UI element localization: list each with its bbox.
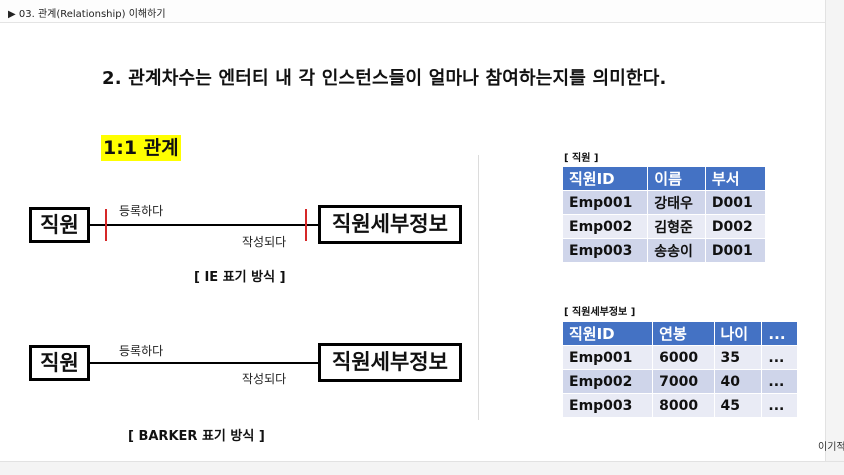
lecture-title: ▶ 03. 관계(Relationship) 이해하기 — [8, 9, 166, 20]
table-row: Emp003 송송이 D001 — [561, 238, 767, 263]
ie-bottom-label: 작성되다 — [242, 235, 287, 249]
ie-right-entity: 직원세부정보 — [318, 205, 462, 244]
column-header: 나이 — [713, 321, 763, 346]
table-row: Emp001 강태우 D001 — [561, 190, 767, 215]
table-cell: 6000 — [652, 345, 715, 370]
ie-relationship-line — [90, 224, 320, 226]
table-cell: ... — [761, 369, 798, 394]
player-bottom-bar — [0, 461, 844, 475]
table-cell: Emp003 — [561, 393, 654, 418]
barker-bottom-label: 작성되다 — [242, 372, 287, 386]
table-header-row: 직원ID 이름 부서 — [561, 166, 767, 191]
table-cell: 7000 — [652, 369, 715, 394]
table-cell: 송송이 — [647, 238, 706, 263]
column-header: ... — [761, 321, 798, 346]
table-cell: Emp002 — [561, 369, 654, 394]
column-header: 이름 — [647, 166, 706, 191]
player-side-bar — [825, 0, 844, 475]
barker-right-entity: 직원세부정보 — [318, 343, 462, 382]
table-cell: Emp003 — [561, 238, 649, 263]
column-header: 부서 — [704, 166, 767, 191]
barker-left-entity: 직원 — [29, 345, 90, 381]
player-title-bar: ▶ 03. 관계(Relationship) 이해하기 — [0, 0, 844, 23]
employee-detail-table: 직원ID 연봉 나이 ... Emp001 6000 35 ... Emp002… — [561, 321, 798, 418]
table-row: Emp002 김형준 D002 — [561, 214, 767, 239]
section-label-one-to-one: 1:1 관계 — [101, 135, 181, 161]
barker-relationship-line — [90, 362, 320, 364]
table-row: Emp001 6000 35 ... — [561, 345, 798, 370]
ie-right-one-mark — [305, 209, 307, 241]
table-header-row: 직원ID 연봉 나이 ... — [561, 321, 798, 346]
barker-top-label: 등록하다 — [119, 344, 164, 358]
employee-table-label: [ 직원 ] — [564, 153, 599, 164]
table-cell: 8000 — [652, 393, 715, 418]
brand-watermark: 이기적 — [818, 442, 844, 453]
table-cell: 45 — [713, 393, 763, 418]
table-cell: 강태우 — [647, 190, 706, 215]
ie-caption: [ IE 표기 방식 ] — [194, 270, 286, 285]
table-row: Emp003 8000 45 ... — [561, 393, 798, 418]
vertical-divider — [478, 155, 479, 420]
table-row: Emp002 7000 40 ... — [561, 369, 798, 394]
table-cell: 40 — [713, 369, 763, 394]
table-cell: ... — [761, 393, 798, 418]
barker-caption: [ BARKER 표기 방식 ] — [128, 429, 265, 444]
slide-heading: 2. 관계차수는 엔터티 내 각 인스턴스들이 얼마나 참여하는지를 의미한다. — [102, 68, 667, 89]
detail-table-label: [ 직원세부정보 ] — [564, 307, 636, 318]
table-cell: Emp001 — [561, 190, 649, 215]
table-cell: D002 — [704, 214, 767, 239]
column-header: 직원ID — [561, 166, 649, 191]
ie-top-label: 등록하다 — [119, 204, 164, 218]
table-cell: D001 — [704, 190, 767, 215]
table-cell: 35 — [713, 345, 763, 370]
table-cell: ... — [761, 345, 798, 370]
table-cell: Emp001 — [561, 345, 654, 370]
column-header: 연봉 — [652, 321, 715, 346]
table-cell: D001 — [704, 238, 767, 263]
column-header: 직원ID — [561, 321, 654, 346]
ie-left-entity: 직원 — [29, 207, 90, 243]
table-cell: Emp002 — [561, 214, 649, 239]
table-cell: 김형준 — [647, 214, 706, 239]
employee-table: 직원ID 이름 부서 Emp001 강태우 D001 Emp002 김형준 D0… — [561, 166, 767, 263]
ie-left-one-mark — [105, 209, 107, 241]
